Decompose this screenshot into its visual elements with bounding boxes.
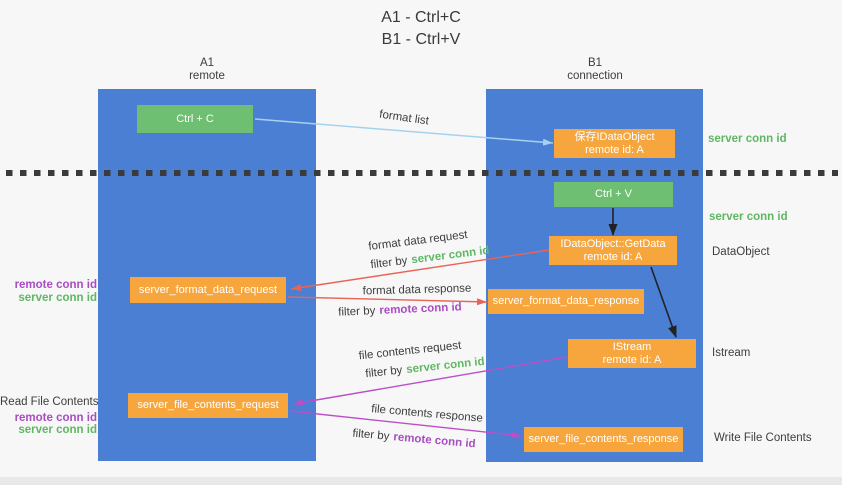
flow-label-file-contents-response: file contents response: [371, 403, 483, 425]
remote-conn-id-key-2: remote conn id: [379, 301, 462, 317]
node-server-format-data-request: server_format_data_request: [130, 277, 286, 303]
diagram-title: A1 - Ctrl+C B1 - Ctrl+V: [0, 7, 842, 51]
annotation-remote-conn-id-left2: remote conn id: [14, 412, 97, 424]
annotation-read-file-contents: Read File Contents: [0, 396, 99, 408]
format-list-text: format list: [378, 108, 430, 128]
right-column-role: connection: [567, 70, 623, 82]
filter-by-text-4: filter by: [351, 427, 390, 443]
filter-by-text-2: filter by: [338, 305, 376, 319]
node-file-request-label: server_file_contents_request: [137, 399, 279, 411]
annotation-server-conn-id-top: server conn id: [708, 133, 787, 145]
format-data-response-text: format data response: [362, 282, 472, 298]
annotation-write-file-contents: Write File Contents: [714, 432, 812, 444]
node-format-request-label: server_format_data_request: [138, 283, 278, 296]
left-column-role: remote: [189, 70, 225, 82]
node-file-response-label: server_file_contents_response: [528, 433, 679, 445]
node-server-file-contents-request: server_file_contents_request: [128, 393, 288, 418]
remote-conn-id-key-4: remote conn id: [392, 431, 477, 451]
annotation-istream: Istream: [712, 347, 751, 359]
annotation-server-conn-id-mid: server conn id: [709, 211, 788, 223]
file-contents-response-text: file contents response: [370, 403, 484, 425]
flow-label-format-data-response: format data response: [363, 283, 472, 298]
node-getdata-line1: IDataObject::GetData: [560, 237, 666, 250]
node-save-idataobject-line1: 保存IDataObject: [574, 130, 655, 143]
node-ctrl-c: Ctrl + C: [137, 105, 253, 133]
node-istream: IStream remote id: A: [568, 339, 696, 368]
node-istream-line2: remote id: A: [602, 353, 662, 366]
annotation-server-conn-id-left1: server conn id: [18, 292, 97, 304]
node-idataobject-getdata: IDataObject::GetData remote id: A: [549, 236, 677, 265]
node-istream-line1: IStream: [612, 340, 652, 353]
annotation-remote-conn-id-left1: remote conn id: [14, 279, 97, 291]
left-column-name: A1: [199, 57, 215, 69]
right-column-header: B1 connection: [525, 57, 665, 83]
node-server-file-contents-response: server_file_contents_response: [524, 427, 683, 452]
node-ctrl-v-label: Ctrl + V: [595, 188, 632, 200]
node-ctrl-v: Ctrl + V: [554, 182, 673, 207]
server-conn-id-key-3: server conn id: [405, 355, 486, 376]
title-line-2: B1 - Ctrl+V: [381, 31, 461, 48]
node-save-idataobject: 保存IDataObject remote id: A: [554, 129, 675, 158]
node-ctrl-c-label: Ctrl + C: [176, 112, 214, 125]
node-format-response-label: server_format_data_response: [492, 295, 640, 307]
server-conn-id-key-1: server conn id: [410, 244, 491, 267]
annotation-server-conn-id-left2: server conn id: [18, 424, 97, 436]
annotation-dataobject: DataObject: [712, 246, 770, 258]
window-bottom-edge: [0, 477, 842, 485]
filter-by-text-3: filter by: [364, 364, 403, 381]
right-column-name: B1: [587, 57, 603, 69]
left-column-header: A1 remote: [137, 57, 277, 83]
node-save-idataobject-line2: remote id: A: [585, 143, 644, 156]
flow-label-format-list: format list: [378, 109, 429, 128]
node-server-format-data-response: server_format_data_response: [488, 289, 644, 314]
node-getdata-line2: remote id: A: [583, 250, 643, 263]
filter-by-text-1: filter by: [369, 254, 409, 272]
title-line-1: A1 - Ctrl+C: [381, 9, 461, 26]
